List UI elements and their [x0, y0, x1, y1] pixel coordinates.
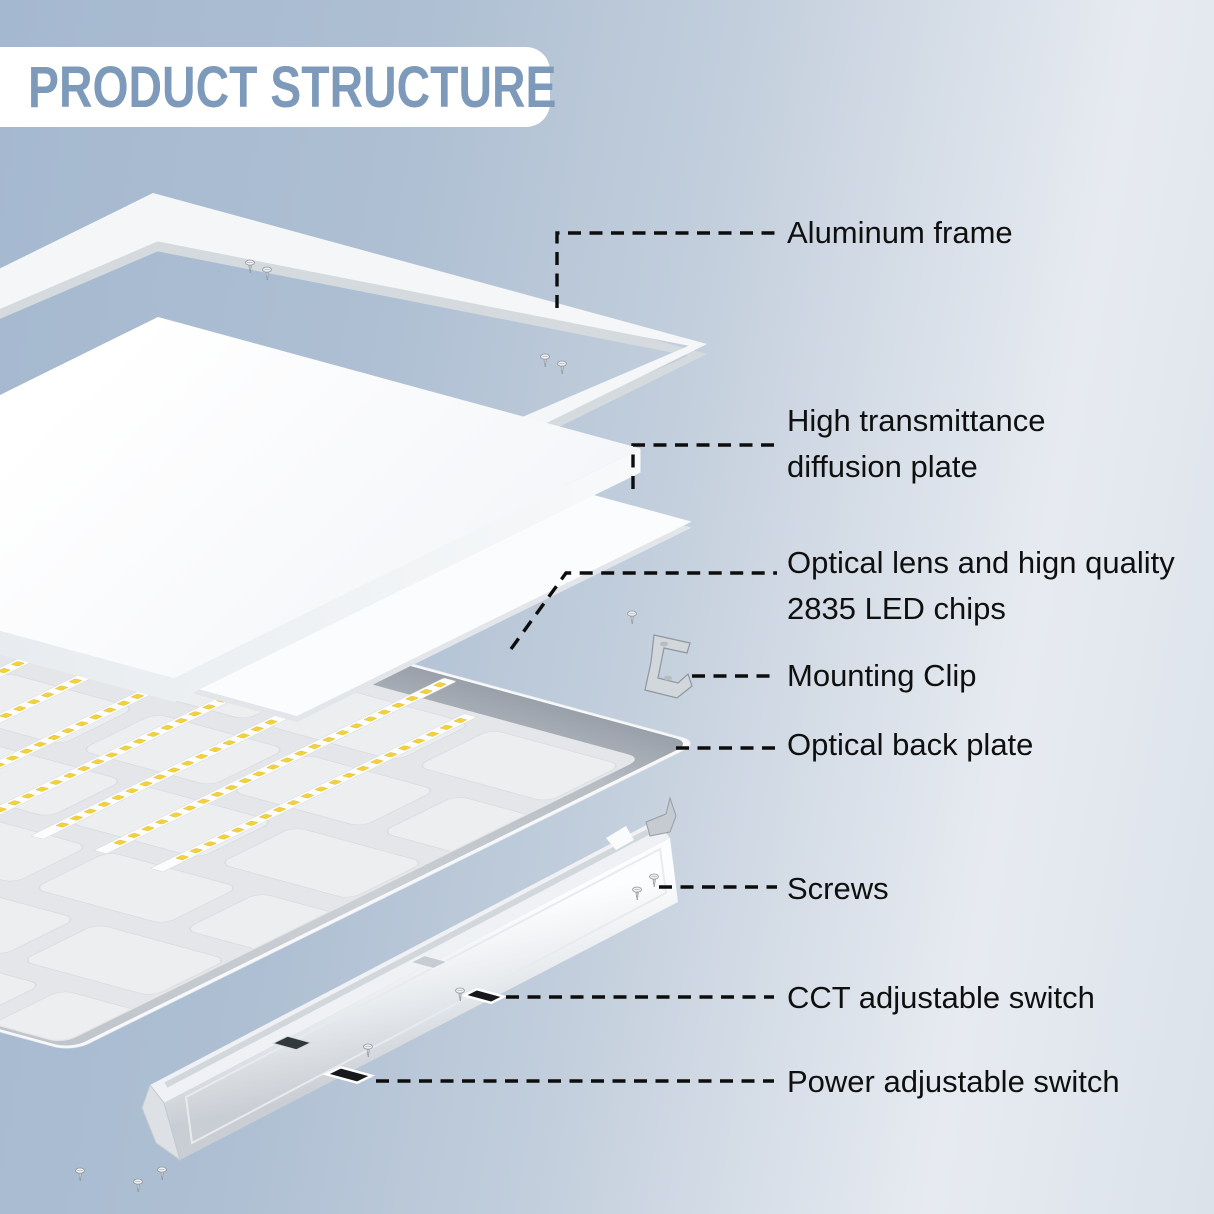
power-switch-icon [323, 1066, 375, 1084]
leader-optical-lens [509, 571, 777, 650]
label-cct-switch: CCT adjustable switch [787, 980, 1095, 1015]
cct-switch-icon [460, 987, 508, 1005]
label-screws: Screws [787, 871, 889, 906]
label-aluminum-frame: Aluminum frame [787, 215, 1013, 250]
diffusion-plate-graphic [0, 317, 641, 702]
label-diffusion-plate: High transmittance diffusion plate [787, 403, 1046, 484]
mounting-clip-graphic [644, 634, 693, 699]
leader-lines [376, 231, 777, 1083]
bar-end-tab [645, 796, 677, 837]
leader-diffusion-plate [631, 443, 774, 489]
frame-side-bar-graphic [141, 796, 678, 1162]
label-back-plate: Optical back plate [787, 727, 1034, 762]
bar-slot-light [408, 954, 450, 970]
label-power-switch: Power adjustable switch [787, 1064, 1120, 1099]
label-optical-lens: Optical lens and hign quality 2835 LED c… [787, 545, 1175, 626]
leader-aluminum-frame [555, 231, 777, 308]
title-banner: PRODUCT STRUCTURE [0, 47, 556, 127]
label-mounting-clip: Mounting Clip [787, 658, 977, 693]
bar-slot-dark [271, 1035, 313, 1051]
page-title: PRODUCT STRUCTURE [28, 54, 557, 120]
